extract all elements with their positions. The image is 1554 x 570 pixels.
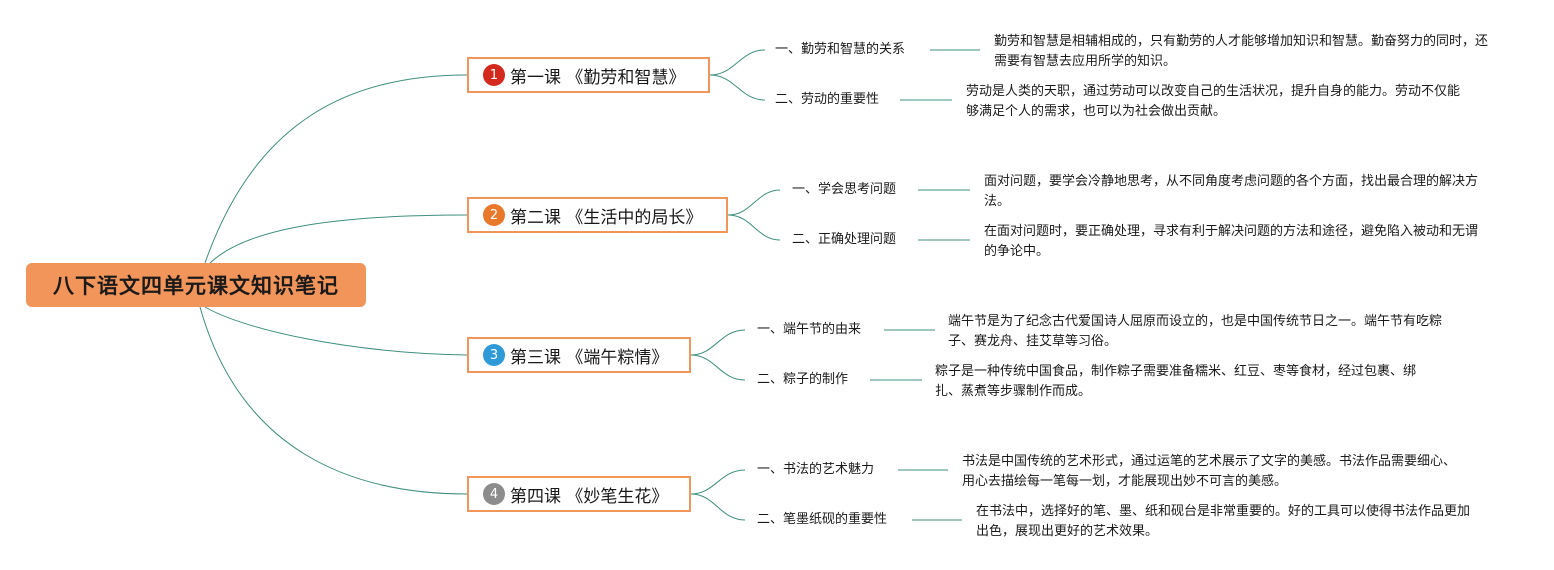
lesson-4-node[interactable]: 4 第四课 《妙笔生花》 xyxy=(467,476,691,512)
lesson-2-label: 第二课 《生活中的局长》 xyxy=(510,207,703,228)
lesson-4-topic-2-desc: 在书法中，选择好的笔、墨、纸和砚台是非常重要的。好的工具可以使得书法作品更加出色… xyxy=(976,504,1471,539)
lesson-3-topic-1-desc: 端午节是为了纪念古代爱国诗人屈原而设立的，也是中国传统节日之一。端午节有吃粽子、… xyxy=(948,314,1443,349)
lesson-1-topic-2[interactable]: 二、劳动的重要性 xyxy=(775,92,880,107)
lesson-4-topic-1-desc: 书法是中国传统的艺术形式，通过运笔的艺术展示了文字的美感。书法作品需要细心、用心… xyxy=(962,454,1457,489)
lesson-3-topic-2[interactable]: 二、粽子的制作 xyxy=(757,372,849,387)
lesson-3-label: 第三课 《端午粽情》 xyxy=(510,347,669,368)
number-badge-icon: 2 xyxy=(483,204,505,226)
lesson-1-label: 第一课 《勤劳和智慧》 xyxy=(510,67,686,88)
lesson-2-topic-1[interactable]: 一、学会思考问题 xyxy=(792,182,897,197)
lesson-1-topic-1[interactable]: 一、勤劳和智慧的关系 xyxy=(775,42,906,57)
number-badge-icon: 3 xyxy=(483,344,505,366)
root-topic-label: 八下语文四单元课文知识笔记 xyxy=(53,274,339,298)
number-badge-icon: 1 xyxy=(483,64,505,86)
lesson-3-node[interactable]: 3 第三课 《端午粽情》 xyxy=(467,337,691,373)
lesson-2-topic-2-desc: 在面对问题时，要正确处理，寻求有利于解决问题的方法和途径，避免陷入被动和无谓的争… xyxy=(984,224,1479,259)
lesson-3-topic-1[interactable]: 一、端午节的由来 xyxy=(757,322,862,337)
number-badge-icon: 4 xyxy=(483,483,505,505)
lesson-1-topic-1-desc: 勤劳和智慧是相辅相成的，只有勤劳的人才能够增加知识和智慧。勤奋努力的同时，还需要… xyxy=(994,34,1489,69)
lesson-3-topic-2-desc: 粽子是一种传统中国食品，制作粽子需要准备糯米、红豆、枣等食材，经过包裹、绑扎、蒸… xyxy=(935,364,1417,399)
lesson-4-topic-2[interactable]: 二、笔墨纸砚的重要性 xyxy=(757,512,888,527)
lesson-2-topic-1-desc: 面对问题，要学会冷静地思考，从不同角度考虑问题的各个方面，找出最合理的解决方法。 xyxy=(984,174,1479,209)
lesson-2-topic-2[interactable]: 二、正确处理问题 xyxy=(792,232,897,247)
lesson-4-topic-1[interactable]: 一、书法的艺术魅力 xyxy=(757,462,875,477)
lesson-1-topic-2-desc: 劳动是人类的天职，通过劳动可以改变自己的生活状况，提升自身的能力。劳动不仅能够满… xyxy=(966,84,1461,119)
lesson-2-node[interactable]: 2 第二课 《生活中的局长》 xyxy=(467,197,728,233)
root-topic[interactable]: 八下语文四单元课文知识笔记 xyxy=(26,263,366,307)
lesson-4-label: 第四课 《妙笔生花》 xyxy=(510,486,669,507)
lesson-1-node[interactable]: 1 第一课 《勤劳和智慧》 xyxy=(467,57,710,93)
